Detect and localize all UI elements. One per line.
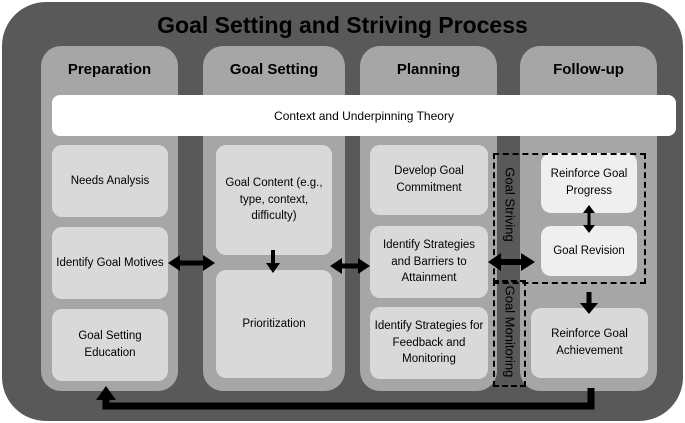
context-band: Context and Underpinning Theory bbox=[52, 95, 676, 136]
goal-monitoring-region bbox=[493, 280, 526, 387]
goal-striving-region bbox=[493, 153, 646, 284]
down-arrow-revision-achievement bbox=[580, 292, 598, 314]
box-identify-strategies-barriers: Identify Strategies and Barriers to Atta… bbox=[370, 226, 488, 298]
column-title-planning: Planning bbox=[396, 61, 461, 78]
column-title-goal-setting: Goal Setting bbox=[229, 61, 319, 78]
box-reinforce-goal-achievement: Reinforce Goal Achievement bbox=[531, 308, 648, 378]
diagram-title: Goal Setting and Striving Process bbox=[157, 12, 528, 38]
box-goal-revision: Goal Revision bbox=[541, 226, 637, 276]
box-goal-content: Goal Content (e.g., type, context, diffi… bbox=[216, 145, 332, 255]
double-arrow-progress-revision bbox=[583, 205, 595, 233]
box-goal-setting-education: Goal Setting Education bbox=[52, 309, 168, 381]
box-reinforce-goal-progress: Reinforce Goal Progress bbox=[541, 153, 637, 213]
double-arrow-goal-setting-planning bbox=[330, 258, 370, 274]
column-title-preparation: Preparation bbox=[67, 61, 152, 78]
box-identify-goal-motives: Identify Goal Motives bbox=[52, 227, 168, 299]
double-arrow-preparation-goal-setting bbox=[168, 255, 215, 271]
box-develop-goal-commitment: Develop Goal Commitment bbox=[370, 145, 488, 215]
column-title-follow-up: Follow-up bbox=[553, 61, 624, 78]
down-arrow-content-prioritization bbox=[266, 250, 280, 273]
double-arrow-planning-follow-up bbox=[488, 253, 535, 271]
feedback-loop-arrow bbox=[96, 386, 595, 410]
box-identify-strategies-feedback: Identify Strategies for Feedback and Mon… bbox=[370, 307, 488, 379]
box-prioritization: Prioritization bbox=[216, 270, 332, 378]
box-needs-analysis: Needs Analysis bbox=[52, 145, 168, 217]
